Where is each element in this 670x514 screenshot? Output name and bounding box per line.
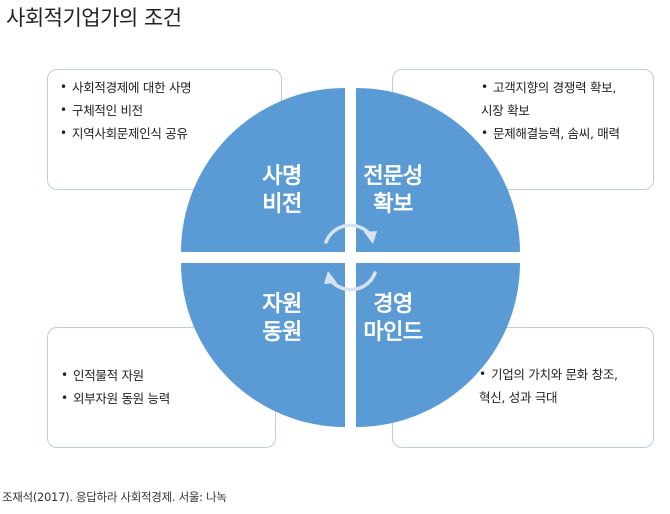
list-item: 인적물적 자원: [61, 364, 275, 387]
quadrant-top-right: [356, 88, 520, 252]
list-item: 고객지향의 경쟁력 확보,: [481, 76, 653, 99]
quadrant-label-line: 경영: [373, 292, 413, 317]
box-resources: 인적물적 자원 외부자원 동원 능력: [47, 327, 276, 448]
quadrant-label-management-mind: 경영 마인드: [338, 291, 448, 347]
list-item: 사회적경제에 대한 사명: [60, 76, 281, 99]
list-item-continuation: 시장 확보: [481, 103, 530, 118]
arrow-head-bottom: [324, 271, 337, 284]
quadrant-label-line: 확보: [373, 192, 413, 217]
quadrant-bottom-left: [181, 263, 345, 427]
arrow-head-top: [364, 231, 377, 244]
quadrant-circle-graphic: [181, 88, 520, 427]
quadrant-label-line: 마인드: [363, 320, 423, 345]
list-item: 구체적인 비전: [60, 99, 281, 122]
quadrant-label-resources: 자원 동원: [227, 291, 337, 347]
quadrant-label-line: 자원: [262, 292, 302, 317]
list-item: 외부자원 동원 능력: [61, 387, 275, 410]
quadrant-top-left: [181, 88, 345, 252]
quadrant-label-line: 비전: [262, 192, 302, 217]
list-item: 기업의 가치와 문화 창조,: [479, 363, 653, 386]
page-title: 사회적기업가의 조건: [6, 6, 182, 30]
quadrant-label-mission-vision: 사명 비전: [227, 163, 337, 219]
quadrant-label-expertise: 전문성 확보: [338, 163, 448, 219]
list-item: 지역사회문제인식 공유: [60, 122, 281, 145]
quadrant-circle: [178, 85, 523, 430]
quadrant-label-line: 사명: [262, 164, 302, 189]
list-item: 문제해결능력, 솜씨, 매력: [481, 122, 653, 145]
source-citation: 조재석(2017). 응답하라 사회적경제. 서울: 나녹: [2, 490, 227, 504]
quadrant-label-line: 전문성: [363, 164, 423, 189]
quadrant-label-line: 동원: [262, 320, 302, 345]
list-item-continuation: 혁신, 성과 극대: [479, 390, 558, 405]
quadrant-bottom-right: [356, 263, 520, 427]
